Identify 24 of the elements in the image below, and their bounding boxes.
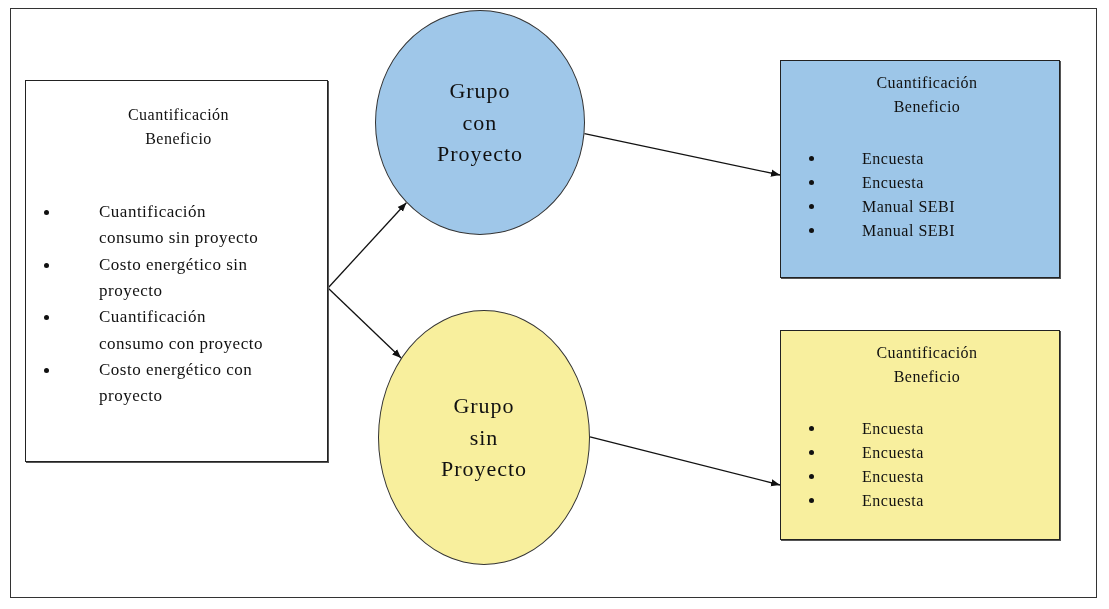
info-box — [780, 60, 1060, 278]
info-box — [25, 80, 328, 462]
list-item: Costo energético con proyecto — [99, 359, 254, 408]
list-item: Encuesta — [862, 491, 925, 511]
list-item: Encuesta — [862, 443, 925, 463]
list-item: Cuantificación consumo con proyecto — [99, 306, 264, 355]
list-item: Encuesta — [862, 173, 925, 193]
arrow — [327, 202, 407, 289]
group-label: Grupo sin Proyecto — [439, 391, 529, 484]
group-label: Grupo con Proyecto — [435, 76, 525, 169]
arrow — [589, 436, 781, 487]
list-item: Encuesta — [862, 419, 925, 439]
box-heading: Cuantificación Beneficio — [875, 343, 979, 387]
arrow — [583, 132, 781, 177]
list-item: Manual SEBI — [862, 197, 957, 217]
info-box — [780, 330, 1060, 540]
list-item: Encuesta — [862, 467, 925, 487]
list-item: Costo energético sin proyecto — [99, 253, 249, 303]
box-heading: Cuantificación Beneficio — [875, 73, 979, 117]
list-item: Cuantificación consumo sin proyecto — [99, 201, 260, 250]
list-item: Encuesta — [862, 149, 925, 169]
list-item: Manual SEBI — [862, 221, 957, 241]
arrow — [327, 287, 402, 359]
box-heading: Cuantificación Beneficio — [126, 105, 231, 149]
